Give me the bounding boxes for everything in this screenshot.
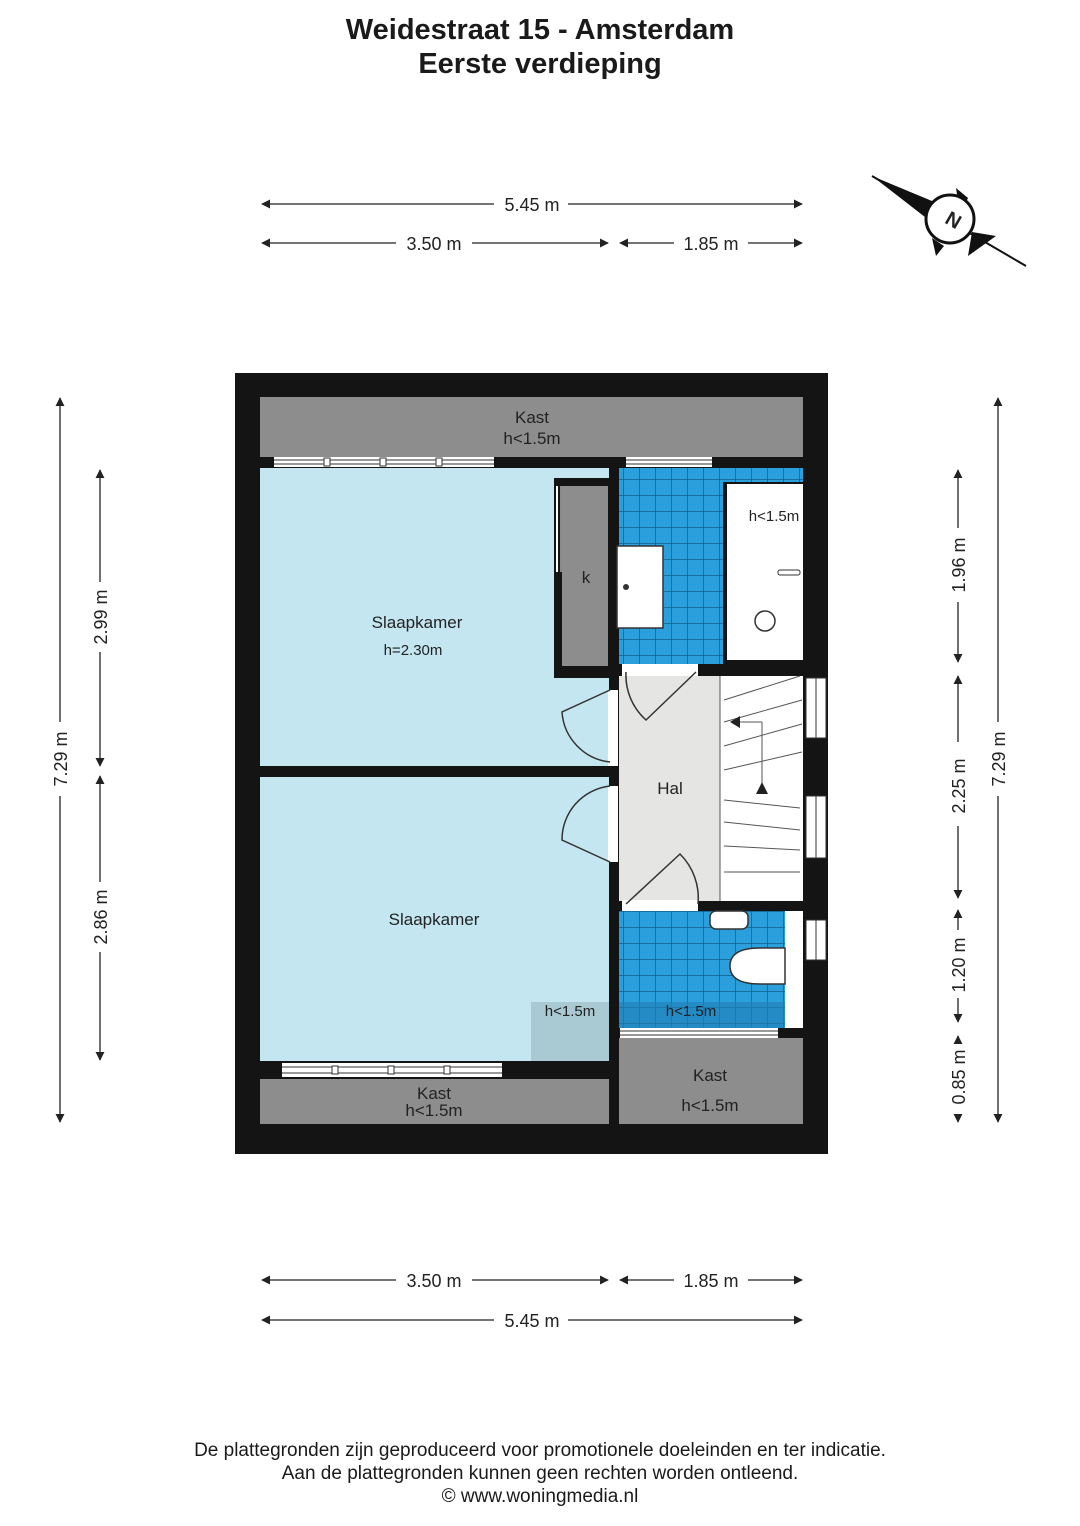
room-closet-k xyxy=(562,486,608,666)
door-slaapkamer-1[interactable] xyxy=(561,689,618,766)
toilet-sink-icon xyxy=(709,910,749,930)
toilet-height: h<1.5m xyxy=(666,1003,716,1020)
toilet-bowl-icon xyxy=(729,947,786,985)
dimension-left xyxy=(55,397,105,1123)
room-kast-top xyxy=(260,397,803,457)
dim-right-4: 0.85 m xyxy=(949,1049,969,1104)
dimension-top xyxy=(261,199,803,248)
kast-bottom-left-height: h<1.5m xyxy=(405,1101,462,1120)
kast-top-height: h<1.5m xyxy=(503,429,560,448)
dim-right-2: 2.25 m xyxy=(949,758,969,813)
door-slaapkamer-2[interactable] xyxy=(561,785,618,863)
floor-subtitle: Eerste verdieping xyxy=(418,48,662,80)
slaapkamer-2-name: Slaapkamer xyxy=(389,910,480,929)
shower-head-icon xyxy=(754,610,776,632)
window-bedroom-1 xyxy=(274,457,494,467)
compass-north-icon xyxy=(924,193,976,245)
dim-top-left: 3.50 m xyxy=(406,234,461,254)
slaapkamer-1-name: Slaapkamer xyxy=(372,613,463,632)
dim-left-lower: 2.86 m xyxy=(91,889,111,944)
dim-right-total: 7.29 m xyxy=(989,731,1009,786)
dimension-right xyxy=(953,397,1003,1123)
low-ceiling-zone xyxy=(531,1002,609,1061)
hal-name: Hal xyxy=(657,779,683,798)
copyright-link[interactable]: © www.woningmedia.nl xyxy=(441,1486,639,1507)
room-kast-bottom-right xyxy=(619,1038,803,1124)
dim-left-upper: 2.99 m xyxy=(91,589,111,644)
kast-top-name: Kast xyxy=(515,408,549,427)
kast-bottom-right-name: Kast xyxy=(693,1066,727,1085)
dim-left-total: 7.29 m xyxy=(51,731,71,786)
kast-bottom-left-name: Kast xyxy=(417,1084,451,1103)
dim-bottom-left: 3.50 m xyxy=(406,1271,461,1291)
page-title: Weidestraat 15 - Amsterdam xyxy=(345,14,735,46)
dim-right-3: 1.20 m xyxy=(949,937,969,992)
window-stair-side xyxy=(805,677,827,961)
kast-bottom-right-height: h<1.5m xyxy=(681,1096,738,1115)
shower-drain-icon xyxy=(777,569,801,576)
window-bathroom xyxy=(626,457,712,467)
room-slaapkamer-1 xyxy=(260,468,609,766)
door-kast-bottom-right[interactable] xyxy=(620,1028,778,1038)
closet-k-label: k xyxy=(582,568,591,587)
stair-direction-icon xyxy=(730,716,740,728)
door-toilet[interactable] xyxy=(622,852,700,911)
dim-right-1: 1.96 m xyxy=(949,537,969,592)
dim-top-right: 1.85 m xyxy=(683,234,738,254)
dim-bottom-right: 1.85 m xyxy=(683,1271,738,1291)
disclaimer-line-2: Aan de plattegronden kunnen geen rechten… xyxy=(281,1463,799,1484)
disclaimer-line-1: De plattegronden zijn geproduceerd voor … xyxy=(194,1440,886,1461)
slaapkamer-1-height: h=2.30m xyxy=(384,642,443,659)
compass: N xyxy=(871,175,1027,267)
window-bedroom-2 xyxy=(282,1063,502,1077)
slaapkamer-2-height-zone: h<1.5m xyxy=(545,1003,595,1020)
door-bathroom[interactable] xyxy=(622,664,698,722)
dim-bottom-total: 5.45 m xyxy=(504,1311,559,1331)
bathroom-height: h<1.5m xyxy=(749,508,799,525)
dim-top-total: 5.45 m xyxy=(504,195,559,215)
dimension-bottom xyxy=(261,1275,803,1325)
room-kast-bottom-left xyxy=(260,1079,609,1124)
